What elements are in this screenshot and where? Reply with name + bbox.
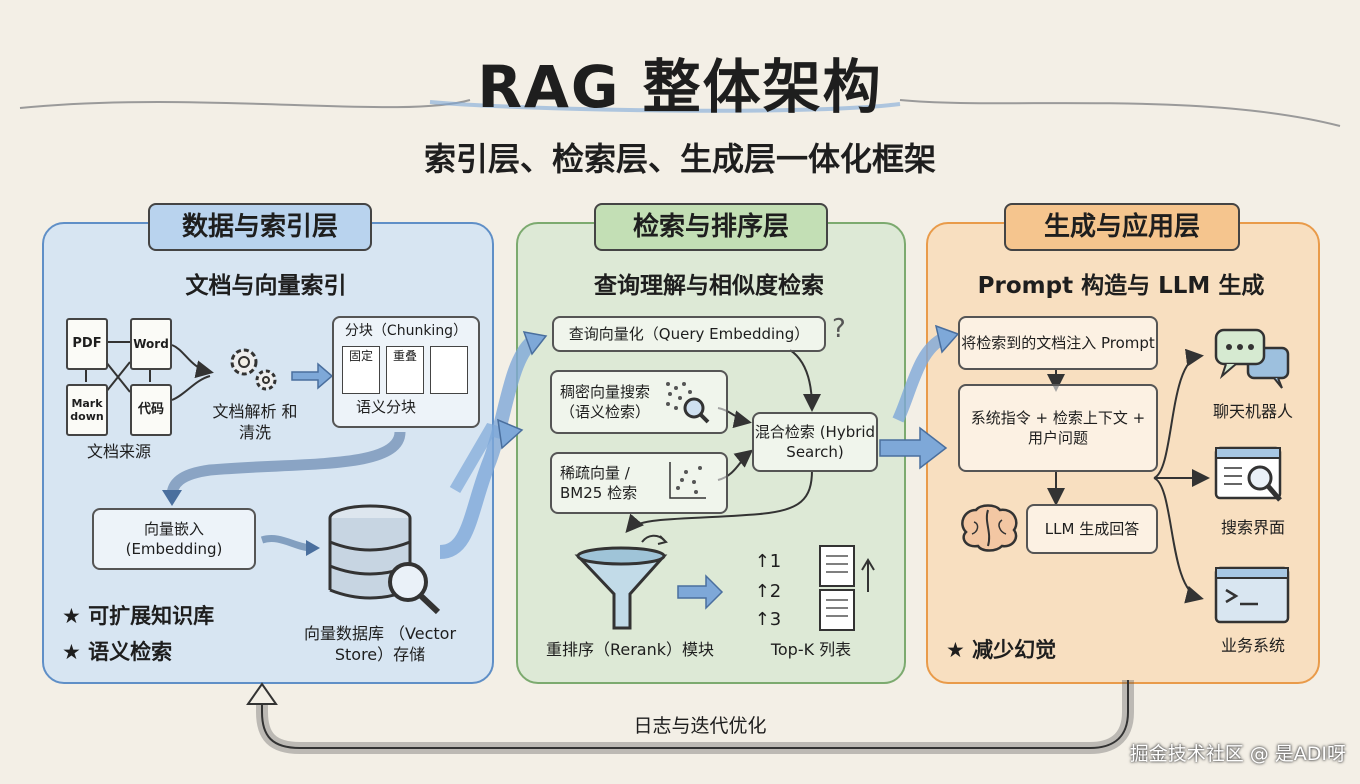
hybrid-search-label: 混合检索 (Hybrid Search): [754, 422, 876, 461]
embedding-label: 向量嵌入 (Embedding): [125, 519, 223, 558]
rank-1: ↑1: [754, 551, 782, 572]
topk-label: Top-K 列表: [770, 640, 852, 659]
embedding-box: 向量嵌入 (Embedding): [92, 508, 256, 570]
search-window-icon: [1214, 446, 1282, 502]
brain-icon: [961, 504, 1018, 552]
word-doc-icon: Word: [130, 318, 172, 370]
llm-answer-box: LLM 生成回答: [1026, 504, 1158, 554]
dense-search-label: 稠密向量搜索 （语义检索）: [560, 382, 651, 421]
generation-panel-subtitle: Prompt 构造与 LLM 生成: [977, 273, 1265, 299]
question-icon: ?: [832, 314, 846, 344]
vector-store-label: 向量数据库 （Vector Store）存储: [303, 624, 457, 664]
system-prompt-box: 系统指令 + 检索上下文 + 用户问题: [958, 384, 1158, 472]
feedback-loop-label: 日志与迭代优化: [633, 715, 767, 737]
terminal-icon: [1214, 566, 1290, 624]
system-prompt-label: 系统指令 + 检索上下文 + 用户问题: [970, 408, 1146, 447]
hybrid-search-box: 混合检索 (Hybrid Search): [752, 412, 878, 472]
parse-clean-label: 文档解析 和清洗: [212, 402, 298, 442]
feature-reduce-hallucination: ★ 减少幻觉: [946, 638, 1057, 662]
retrieval-panel-subtitle: 查询理解与相似度检索: [594, 273, 824, 299]
app-chatbot-label: 聊天机器人: [1212, 402, 1293, 421]
app-search-label: 搜索界面: [1220, 518, 1285, 537]
database-icon: [328, 504, 441, 615]
gears-icon: [230, 348, 277, 391]
code-doc-icon: 代码: [130, 384, 172, 436]
feature-scalable-kb: ★ 可扩展知识库: [62, 604, 215, 628]
semantic-chunk-icon: [430, 346, 468, 394]
chat-bubbles-icon: [1214, 328, 1290, 389]
retrieval-panel-title: 检索与排序层: [594, 203, 828, 251]
app-business-label: 业务系统: [1220, 636, 1285, 655]
chunking-title: 分块（Chunking）: [344, 323, 468, 339]
markdown-doc-icon: Mark down: [66, 384, 108, 436]
watermark: 掘金技术社区 @ 是ADI呀: [1129, 743, 1346, 765]
semantic-chunk-label: 语义分块: [355, 398, 416, 416]
page-title: RAG 整体架构: [477, 53, 883, 121]
rank-2: ↑2: [754, 581, 782, 602]
dense-vector-icon: [666, 382, 710, 424]
overlap-chunk-icon: 重叠: [386, 346, 424, 394]
funnel-icon: [574, 534, 668, 630]
sparse-scatter-icon: [669, 462, 706, 499]
generation-panel-title: 生成与应用层: [1004, 203, 1240, 251]
page-subtitle: 索引层、检索层、生成层一体化框架: [423, 140, 936, 178]
rerank-label: 重排序（Rerank）模块: [545, 640, 715, 659]
overlap-chunk-label: 重叠: [392, 349, 417, 363]
feature-semantic-search: ★ 语义检索: [62, 640, 173, 664]
rank-3: ↑3: [754, 609, 782, 630]
fixed-chunk-icon: 固定: [342, 346, 380, 394]
sparse-search-label: 稀疏向量 / BM25 检索: [560, 463, 638, 502]
inject-prompt-label: 将检索到的文档注入 Prompt: [961, 333, 1155, 352]
pdf-doc-icon: PDF: [66, 318, 108, 370]
fixed-chunk-label: 固定: [348, 349, 373, 363]
llm-answer-label: LLM 生成回答: [1044, 519, 1140, 538]
inject-prompt-box: 将检索到的文档注入 Prompt: [958, 316, 1158, 370]
doc-sources-label: 文档来源: [86, 442, 151, 461]
query-embedding-box: 查询向量化（Query Embedding）: [552, 316, 826, 352]
ranked-docs-icon: [819, 545, 875, 631]
query-embedding-label: 查询向量化（Query Embedding）: [568, 324, 810, 343]
sparse-search-box: 稀疏向量 / BM25 检索: [550, 452, 728, 514]
indexing-panel-title: 数据与索引层: [148, 203, 372, 251]
indexing-panel-subtitle: 文档与向量索引: [185, 273, 347, 299]
